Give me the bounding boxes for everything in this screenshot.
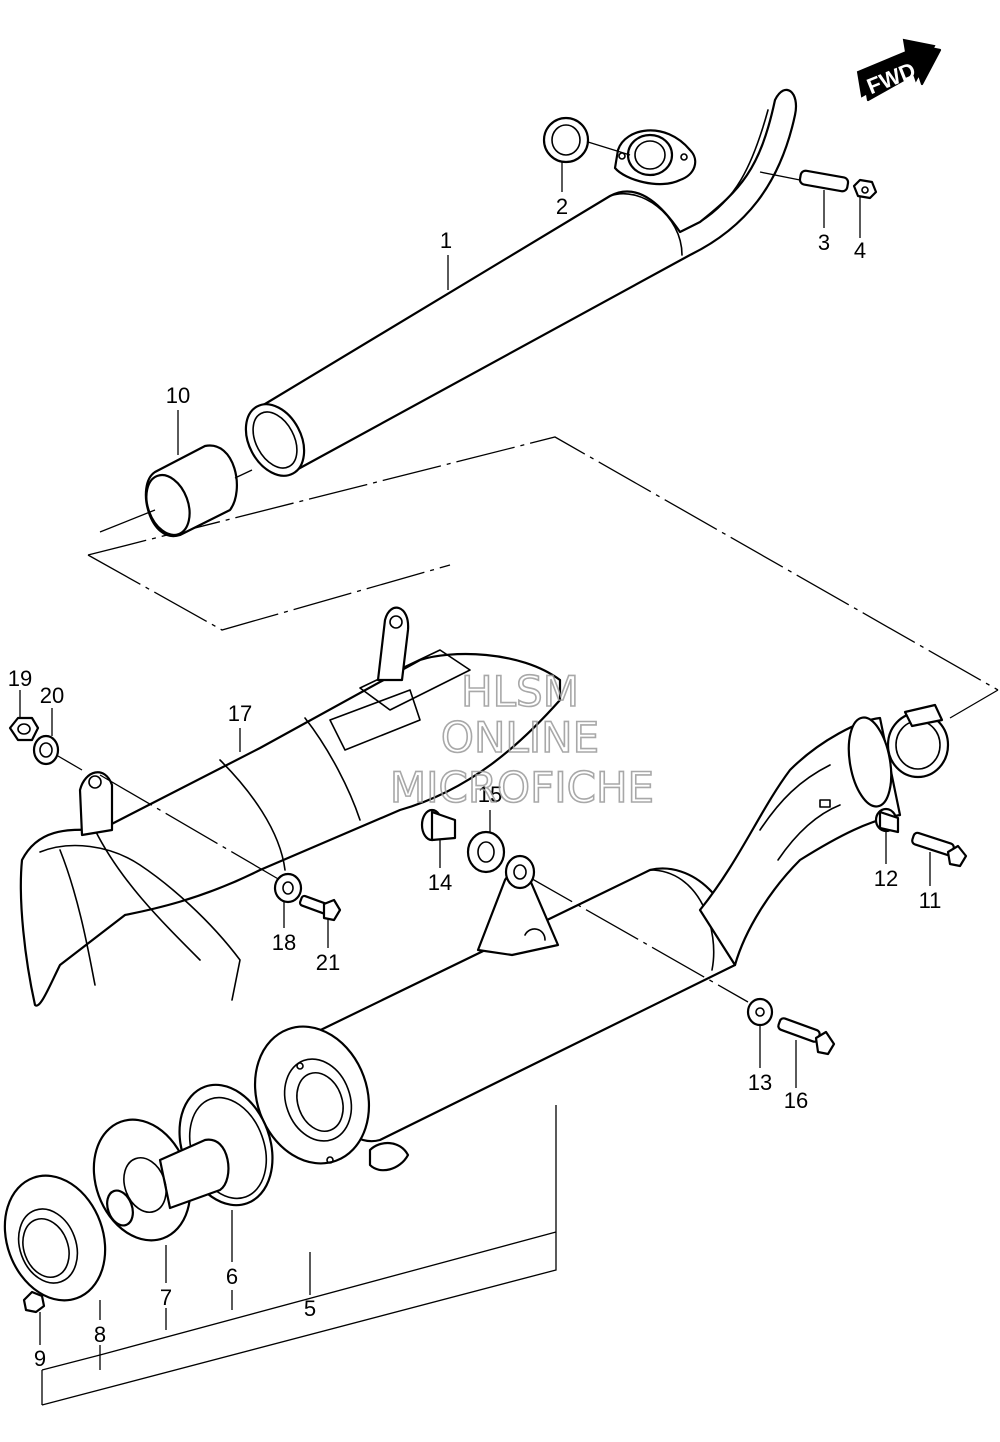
nut-part xyxy=(852,178,878,200)
callout-17: 17 xyxy=(228,701,252,726)
cushion-part xyxy=(466,830,506,874)
callout-19: 19 xyxy=(8,666,32,691)
heat-shield-part xyxy=(19,606,562,1007)
collar-part xyxy=(420,808,457,842)
flat-washer-part xyxy=(99,774,303,904)
callout-9: 9 xyxy=(34,1346,46,1371)
callout-3: 3 xyxy=(818,230,830,255)
connector-sleeve-part xyxy=(99,444,253,538)
exhaust-pipe-part xyxy=(244,88,798,477)
callout-8: 8 xyxy=(94,1322,106,1347)
stud-bolt-part xyxy=(759,169,850,193)
pipe-clamp-part xyxy=(886,703,950,779)
callout-20: 20 xyxy=(40,683,64,708)
assembly-outline-upper xyxy=(87,436,999,691)
washer-nut-part xyxy=(8,716,40,742)
callout-10: 10 xyxy=(166,383,190,408)
fwd-direction-badge: FWD xyxy=(856,38,942,102)
callout-labels: 1 2 3 4 10 17 19 20 15 14 18 21 12 11 13… xyxy=(8,194,942,1371)
leader-lines xyxy=(19,162,931,1371)
assembly-outline-lower xyxy=(41,689,999,1406)
washer-ring-small xyxy=(504,854,536,890)
end-bolt-part xyxy=(22,1290,46,1314)
callout-18: 18 xyxy=(272,930,296,955)
bolt-part-sixteen xyxy=(777,1017,836,1056)
rubber-grommet-part xyxy=(32,734,83,771)
spacer-part xyxy=(874,807,900,834)
callout-2: 2 xyxy=(556,194,568,219)
callout-13: 13 xyxy=(748,1070,772,1095)
flange-bolt-part xyxy=(298,894,342,922)
tail-pipe-part xyxy=(92,1118,230,1242)
callout-6: 6 xyxy=(226,1264,238,1289)
callout-14: 14 xyxy=(428,870,452,895)
watermark: HLSM ONLINE MICROFICHE xyxy=(389,666,655,813)
pipe-flange xyxy=(613,129,697,186)
callout-21: 21 xyxy=(316,950,340,975)
bolt-part-eleven xyxy=(911,831,968,868)
washer-part-thirteen xyxy=(519,871,774,1027)
watermark-line-2: ONLINE xyxy=(441,713,599,762)
watermark-line-3: MICROFICHE xyxy=(390,763,654,812)
callout-15: 15 xyxy=(478,782,502,807)
gasket-ring-part xyxy=(542,116,631,164)
watermark-line-1: HLSM xyxy=(461,667,579,716)
end-plate-part xyxy=(3,1174,107,1302)
callout-4: 4 xyxy=(854,238,866,263)
callout-1: 1 xyxy=(440,228,452,253)
callout-7: 7 xyxy=(160,1285,172,1310)
callout-12: 12 xyxy=(874,866,898,891)
callout-11: 11 xyxy=(919,888,942,913)
callout-16: 16 xyxy=(784,1088,808,1113)
callout-5: 5 xyxy=(304,1296,316,1321)
